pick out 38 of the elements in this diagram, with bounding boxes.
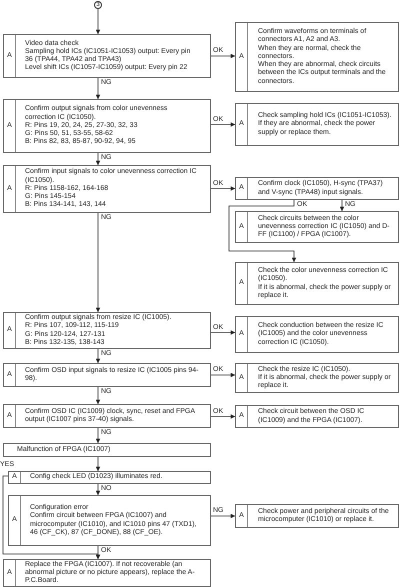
process-box xyxy=(235,504,399,528)
process-box xyxy=(235,316,399,353)
arrow xyxy=(96,8,100,34)
arrow xyxy=(228,200,296,262)
process-box xyxy=(235,262,399,305)
arrow xyxy=(210,330,236,335)
arrow xyxy=(210,514,236,518)
arrow xyxy=(210,186,236,191)
arrow xyxy=(210,414,236,419)
arrow xyxy=(340,200,344,212)
arrow xyxy=(96,78,100,100)
process-box xyxy=(235,405,399,428)
process-box xyxy=(3,559,211,587)
process-box xyxy=(3,165,211,213)
arrow xyxy=(96,546,100,560)
process-box xyxy=(8,495,211,546)
arrow xyxy=(96,428,100,444)
arrow xyxy=(96,212,100,312)
process-box xyxy=(235,103,399,146)
process-box xyxy=(3,363,211,387)
arrow xyxy=(96,386,100,404)
process-box xyxy=(235,22,399,92)
process-box xyxy=(235,177,399,200)
arrow xyxy=(210,372,236,378)
arrow xyxy=(96,484,100,496)
process-box xyxy=(3,312,211,349)
arrow xyxy=(210,122,236,127)
process-box xyxy=(8,471,211,484)
process-box xyxy=(3,443,211,457)
process-box xyxy=(235,363,399,393)
process-box xyxy=(235,211,399,243)
arrow xyxy=(96,152,100,166)
process-box xyxy=(3,404,211,428)
arrow xyxy=(210,54,236,58)
arrow xyxy=(96,348,100,364)
process-box xyxy=(3,34,211,78)
process-box xyxy=(3,99,211,153)
arrow xyxy=(96,456,100,472)
